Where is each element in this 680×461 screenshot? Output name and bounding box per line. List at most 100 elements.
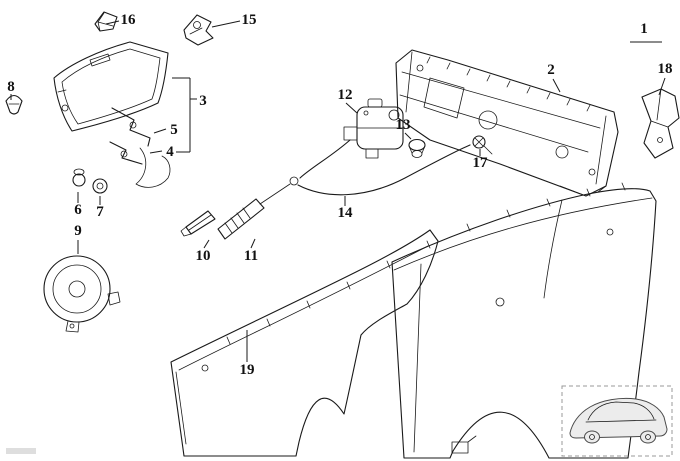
part-13-grommet — [408, 138, 426, 158]
grommet6-body — [72, 173, 86, 187]
part-15-clip — [183, 14, 214, 46]
adjuster-body — [217, 198, 265, 240]
adjuster-eyelet — [289, 176, 299, 186]
rivet-cross — [474, 137, 484, 147]
side-panel-crease — [178, 245, 429, 371]
actuator-cable — [299, 139, 351, 179]
callout-5[interactable]: 5 — [170, 122, 178, 138]
cable-end-cap — [188, 214, 212, 231]
car-beltline — [585, 419, 657, 423]
rear-panel-hole-2 — [555, 145, 569, 159]
print-stamp — [6, 448, 36, 454]
rear-panel-end-left — [405, 51, 413, 113]
callout-4[interactable]: 4 — [166, 144, 174, 160]
leader-2 — [552, 78, 561, 93]
quarter-panel-hole-2 — [606, 228, 614, 236]
rear-panel-hole-1 — [478, 110, 498, 130]
grommet13-top — [408, 138, 426, 152]
rivet-head — [472, 135, 486, 149]
grommet13-sides — [408, 145, 426, 154]
flap-pin — [61, 104, 69, 112]
side-panel-hole — [201, 364, 209, 372]
part-10-cable-end — [180, 210, 216, 237]
adjuster-ribs — [224, 207, 251, 234]
part-19-side-panel — [170, 229, 439, 457]
car-wheel-rear-hub — [645, 434, 651, 440]
housing-center-hole — [68, 280, 86, 298]
part-16-cap — [94, 11, 118, 32]
part-quarter-panel-right — [391, 182, 657, 459]
rear-panel-end-right — [595, 115, 607, 185]
bracket-outline — [641, 88, 680, 159]
part-7-grommet — [92, 178, 108, 194]
leader-lines — [10, 20, 666, 362]
part-18-bracket — [641, 88, 680, 159]
callout-2[interactable]: 2 — [547, 62, 555, 78]
hinge-arm-lower-pivot — [120, 150, 128, 158]
side-panel-outline — [170, 229, 439, 457]
callout-7[interactable]: 7 — [96, 204, 104, 220]
flap-crease — [57, 89, 67, 93]
car-wheel-rear — [640, 430, 656, 444]
bracket-inner-lines — [650, 88, 669, 128]
cable-end-body — [185, 210, 216, 235]
leader-12 — [345, 102, 358, 114]
rear-panel-outline — [395, 49, 619, 197]
callout-17[interactable]: 17 — [473, 155, 489, 171]
callout-3[interactable]: 3 — [199, 93, 207, 109]
part-8-plug — [5, 94, 23, 115]
callout-1[interactable]: 1 — [640, 21, 648, 37]
flap-outline — [53, 41, 169, 132]
flap-inner — [61, 48, 161, 125]
grommet13-base — [411, 150, 423, 158]
car-thumbnail — [561, 385, 673, 457]
car-wheel-front — [584, 430, 600, 444]
cap-outline — [94, 11, 118, 32]
leader-16 — [105, 20, 120, 25]
callout-8[interactable]: 8 — [7, 79, 15, 95]
quarter-panel-hole-1 — [495, 297, 505, 307]
cable-end-tip — [180, 226, 192, 237]
housing-tab — [107, 291, 121, 306]
callout-15[interactable]: 15 — [242, 12, 257, 28]
callout-6[interactable]: 6 — [74, 202, 82, 218]
leader-13 — [404, 132, 412, 140]
car-wheel-front-hub — [589, 434, 595, 440]
housing-inner-ring — [52, 264, 102, 314]
cap-edges — [97, 12, 114, 32]
callout-9[interactable]: 9 — [74, 223, 82, 239]
actuator-connector — [343, 126, 358, 141]
rear-panel-crease-2 — [399, 94, 589, 153]
callout-11[interactable]: 11 — [244, 248, 258, 264]
grommet7-body — [92, 178, 108, 194]
callout-13[interactable]: 13 — [396, 117, 411, 133]
thumbnail-border — [561, 385, 673, 457]
callout-16[interactable]: 16 — [121, 12, 137, 28]
part-flap-assembly — [53, 41, 171, 188]
actuator-screw — [363, 110, 369, 116]
housing-outline — [43, 255, 111, 323]
adjuster-rod — [259, 183, 291, 205]
part-2-rear-panel — [395, 49, 619, 197]
rear-panel-hole-3 — [416, 64, 424, 72]
callout-14[interactable]: 14 — [338, 205, 354, 221]
car-sedan-thumbnail-icon — [569, 397, 668, 444]
part-12-actuator — [299, 98, 404, 179]
rear-panel-flange — [559, 185, 607, 197]
quarter-panel-outline — [391, 188, 657, 459]
callout-12[interactable]: 12 — [338, 87, 353, 103]
flap-hinge-slot — [89, 53, 111, 67]
callout-19[interactable]: 19 — [240, 362, 255, 378]
part-6-grommet — [72, 168, 86, 187]
callout-10[interactable]: 10 — [196, 248, 211, 264]
rear-panel-opening — [423, 77, 465, 119]
hinge-arm-lower — [109, 141, 143, 165]
quarter-panel-rocker-detail — [451, 435, 477, 454]
leader-11 — [250, 238, 256, 249]
leader-15 — [211, 20, 241, 28]
cable-run — [297, 144, 471, 196]
hinge-arm-upper-pivot — [129, 121, 137, 129]
part-17-rivet — [472, 135, 493, 155]
callout-18[interactable]: 18 — [658, 61, 673, 77]
rivet-stem — [483, 145, 493, 155]
